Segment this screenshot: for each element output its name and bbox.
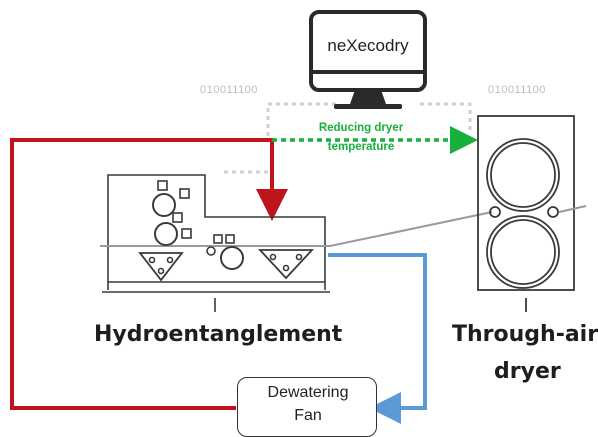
monitor-icon xyxy=(309,10,427,109)
binary-right: 010011100 xyxy=(488,84,546,96)
blue-water-line xyxy=(328,253,427,424)
signal-label-line2: temperature xyxy=(327,141,395,153)
dryer-label-line2: dryer xyxy=(494,359,561,384)
through-air-dryer-machine xyxy=(477,115,587,312)
monitor-title: neXecodry xyxy=(327,36,409,55)
hydroentanglement-machine xyxy=(100,174,493,312)
red-control-line xyxy=(10,138,288,410)
diagram-svg xyxy=(10,10,587,424)
signal-label-line1: Reducing dryer xyxy=(318,122,404,134)
hydroentanglement-label: Hydroentanglement xyxy=(94,322,343,347)
diagram-canvas: neXecodry 010011100 010011100 Reducing d… xyxy=(10,10,598,437)
data-link-lines xyxy=(220,102,472,174)
fan-label-line1: Dewatering xyxy=(267,384,349,401)
dewatering-fan-box: Dewatering Fan xyxy=(237,377,377,437)
binary-left: 010011100 xyxy=(200,84,258,96)
fan-label-line2: Fan xyxy=(294,407,322,424)
dryer-label-line1: Through-air xyxy=(452,322,598,347)
